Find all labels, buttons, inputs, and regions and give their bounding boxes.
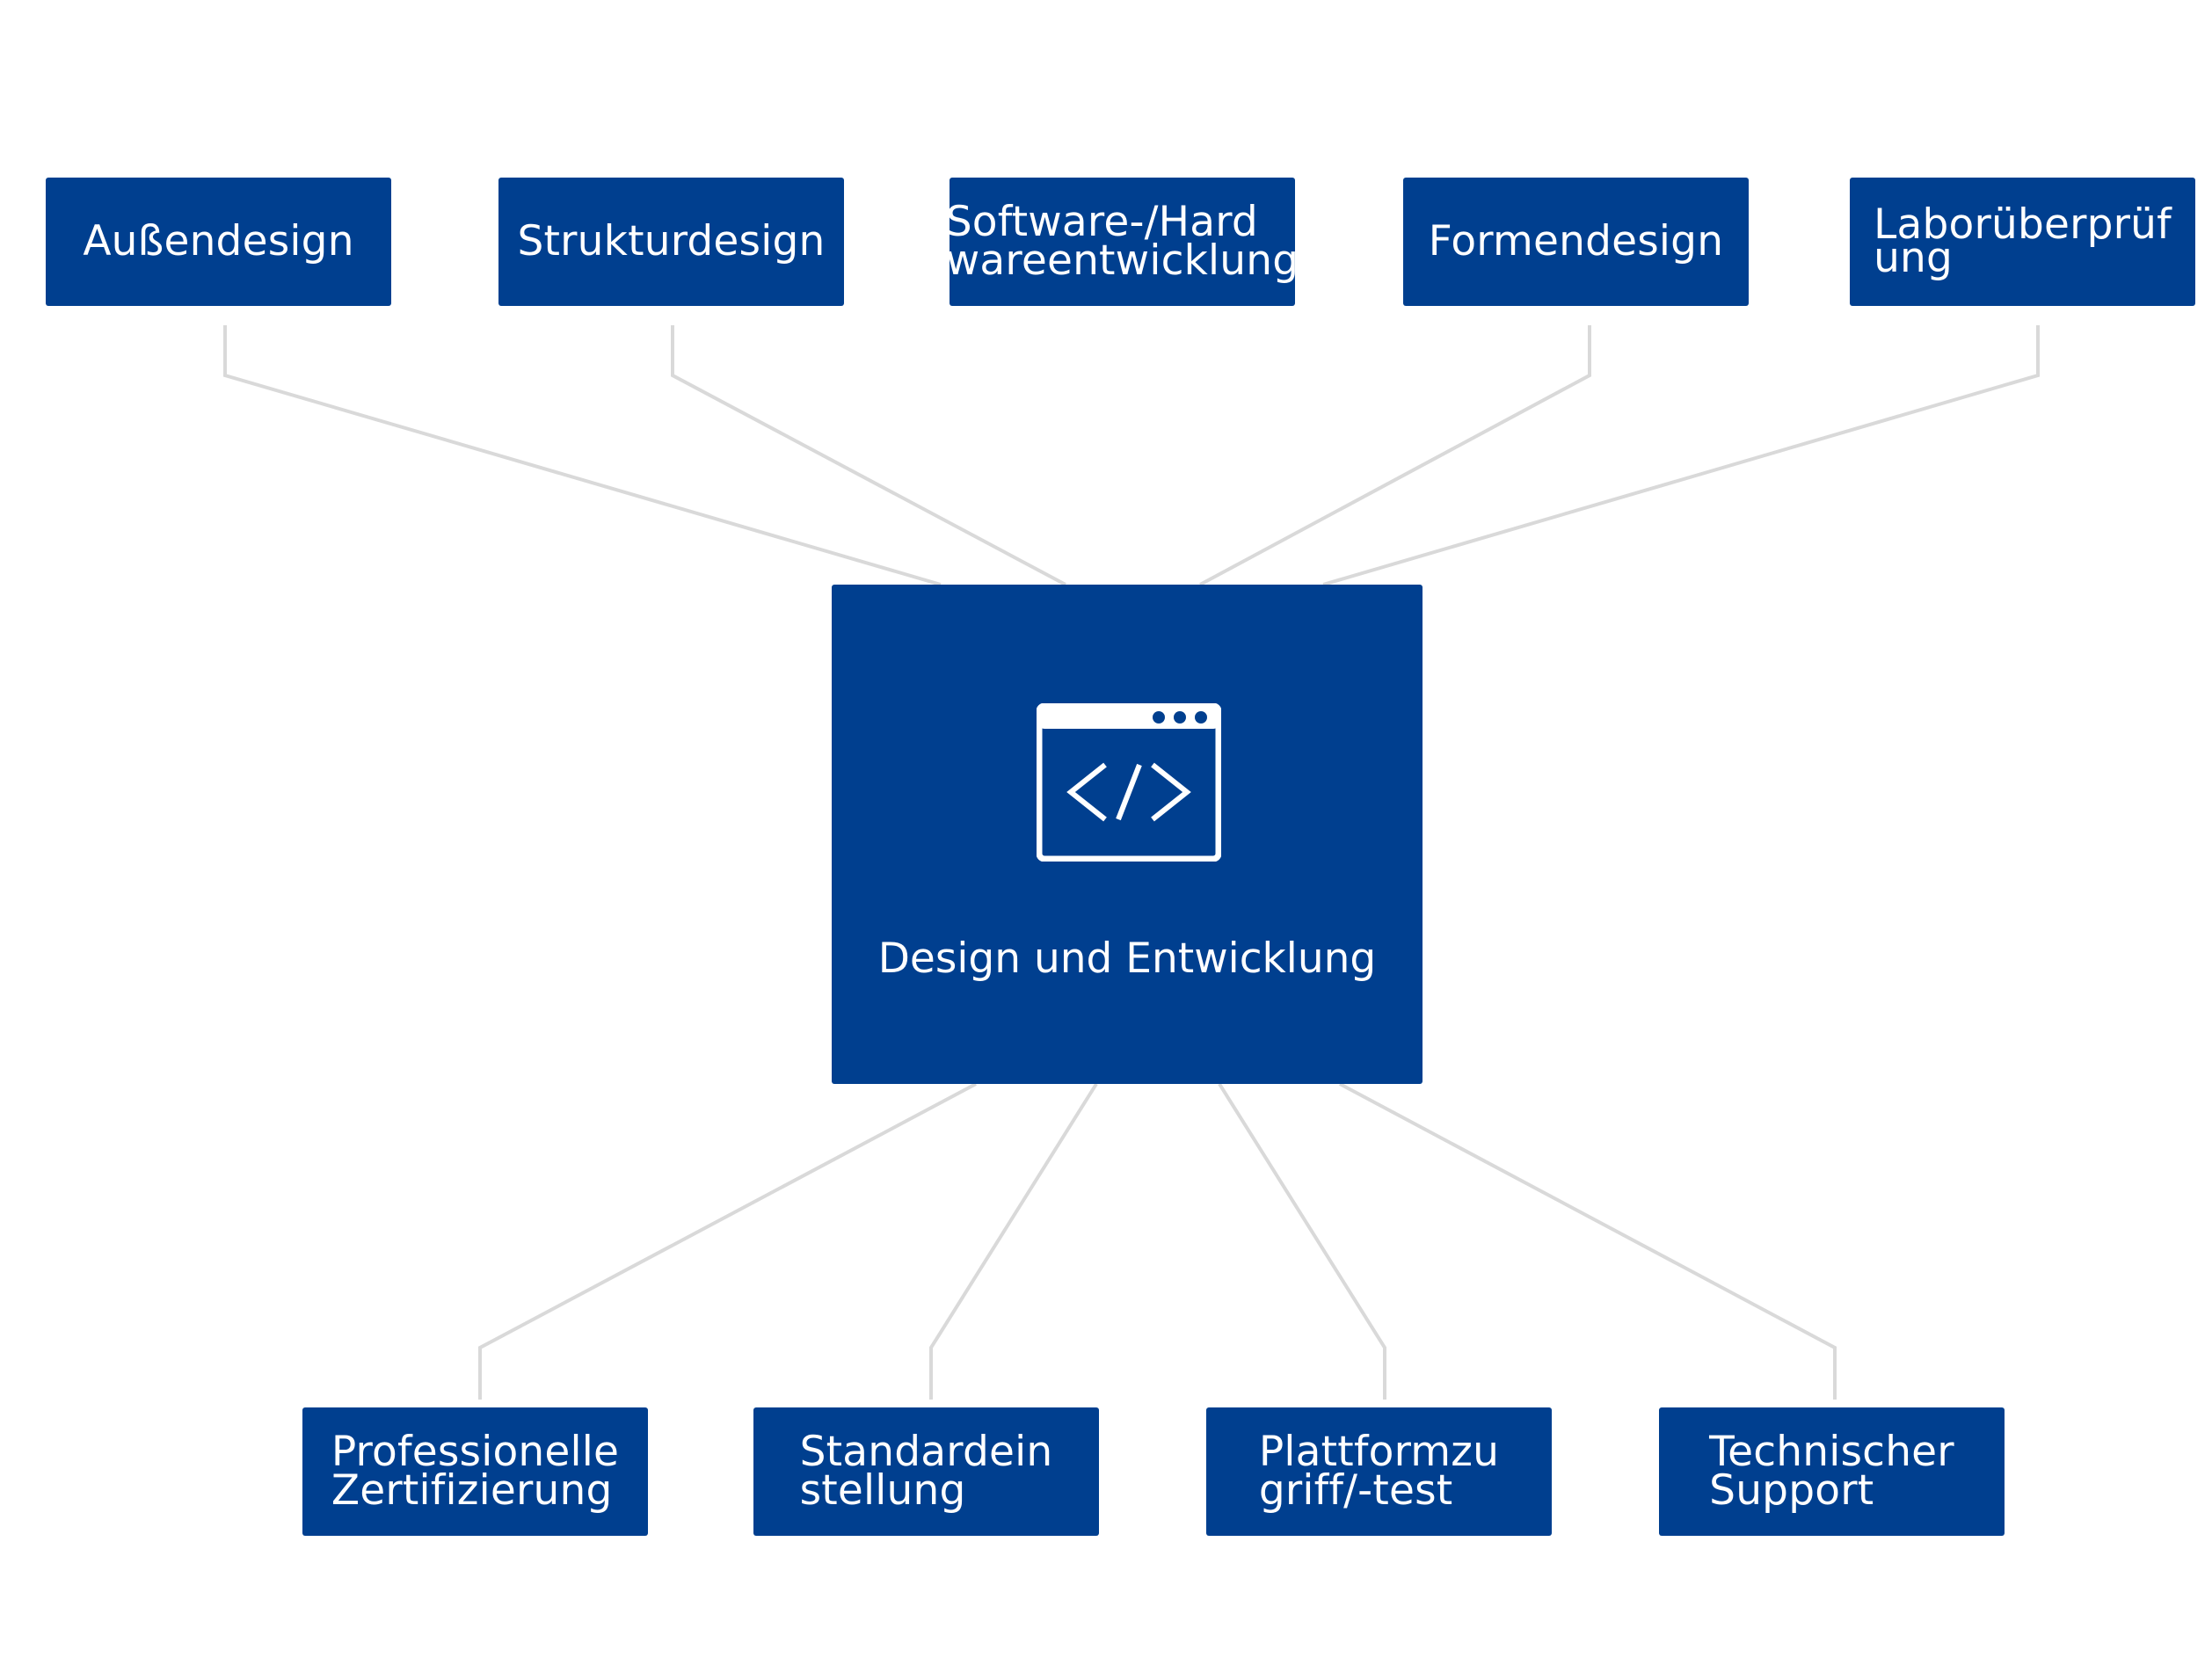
node-label-line: Professionelle bbox=[331, 1428, 620, 1476]
node-technischer-support: Technischer Support bbox=[1659, 1407, 2005, 1536]
node-strukturdesign: Strukturdesign bbox=[498, 178, 844, 306]
node-aussendesign: Außendesign bbox=[46, 178, 391, 306]
node-label-line: griff/-test bbox=[1258, 1466, 1453, 1515]
connector-top-5 bbox=[1322, 325, 2040, 586]
node-label-line: Laborüberprüf bbox=[1874, 200, 2172, 249]
node-laborueberpruefung: Laborüberprüf ung bbox=[1850, 178, 2195, 306]
node-formendesign: Formendesign bbox=[1403, 178, 1749, 306]
node-standardeinstellung: Standardein stellung bbox=[753, 1407, 1099, 1536]
node-label-line: Software-/Hard bbox=[945, 198, 1258, 246]
connector-top-1 bbox=[223, 325, 942, 586]
connector-bottom-1 bbox=[478, 1082, 977, 1400]
node-label-line: wareentwicklung bbox=[945, 236, 1299, 285]
center-node: Design und Entwicklung bbox=[832, 585, 1423, 1084]
connector-bottom-2 bbox=[929, 1082, 1098, 1400]
center-label: Design und Entwicklung bbox=[877, 934, 1377, 983]
node-label-line: Zertifizierung bbox=[331, 1466, 613, 1515]
node-label-line: Technischer bbox=[1709, 1428, 1954, 1476]
node-software-hardwareentwicklung: Software-/Hard wareentwicklung bbox=[946, 178, 1299, 306]
node-label-line: Standardein bbox=[799, 1428, 1053, 1476]
connector-top-4 bbox=[1199, 325, 1591, 586]
node-label-line: Plattformzu bbox=[1258, 1428, 1500, 1476]
node-label-line: Außendesign bbox=[83, 217, 354, 265]
node-label-line: ung bbox=[1874, 234, 1954, 282]
node-label-line: stellung bbox=[799, 1466, 966, 1515]
code-window-icon bbox=[1037, 703, 1221, 862]
connector-top-2 bbox=[671, 325, 1066, 586]
node-label-line: Formendesign bbox=[1428, 217, 1724, 265]
connector-bottom-4 bbox=[1339, 1082, 1837, 1400]
node-label-line: Support bbox=[1709, 1466, 1874, 1515]
node-plattformzugriff-test: Plattformzu griff/-test bbox=[1206, 1407, 1552, 1536]
connector-bottom-3 bbox=[1218, 1082, 1386, 1400]
node-professionelle-zertifizierung: Professionelle Zertifizierung bbox=[302, 1407, 648, 1536]
node-label-line: Strukturdesign bbox=[517, 217, 826, 265]
